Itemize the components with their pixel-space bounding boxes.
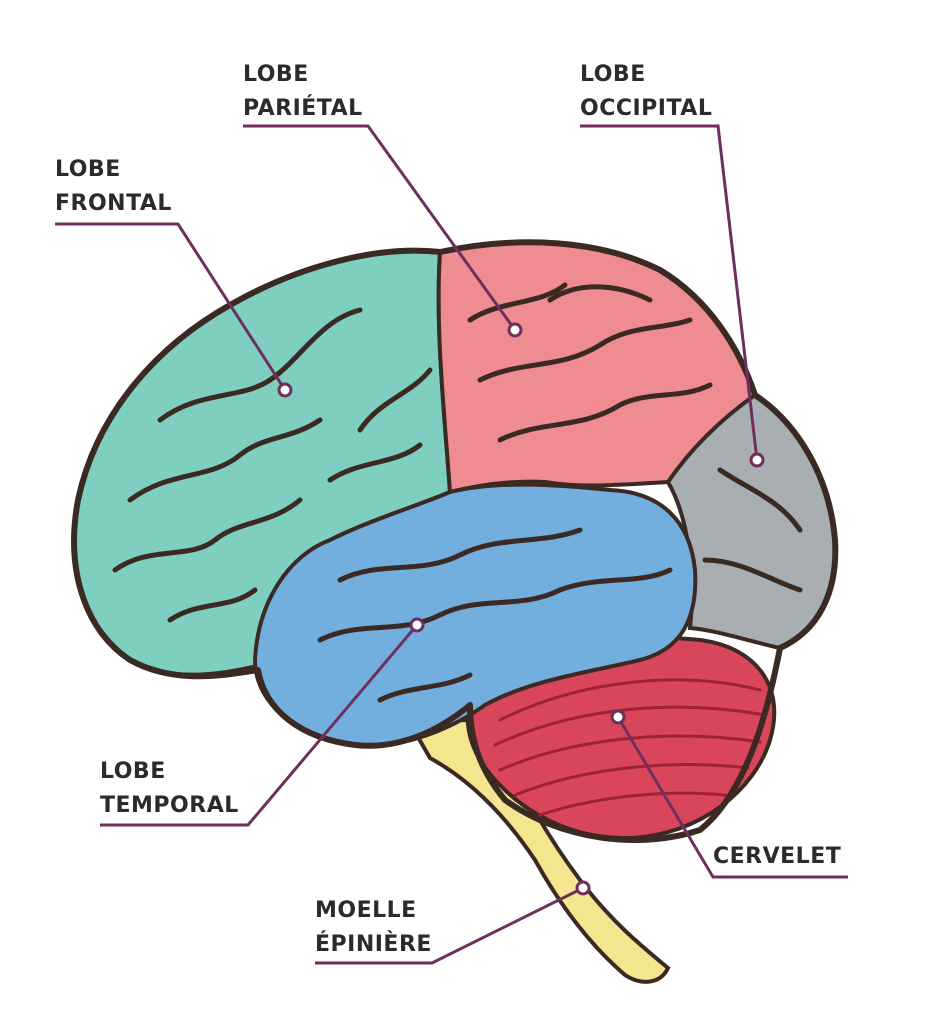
temporal-lobe-region <box>252 482 698 748</box>
spinal-cord-label-line1: MOELLE <box>315 898 417 923</box>
spinal-cord-dot <box>575 880 591 896</box>
cerebellum-label: CERVELET <box>713 840 841 874</box>
frontal-dot <box>277 382 293 398</box>
parietal-label-line2: PARIÉTAL <box>243 96 363 121</box>
cerebellum-dot <box>610 709 626 725</box>
occipital-leader-line <box>580 124 759 461</box>
temporal-lobe-label: LOBE TEMPORAL <box>100 755 239 823</box>
frontal-leader-line <box>55 222 287 391</box>
spinal-cord-label: MOELLE ÉPINIÈRE <box>315 894 432 962</box>
occipital-label-line1: LOBE <box>580 62 646 87</box>
spinal-cord-leader-line <box>315 886 584 965</box>
occipital-lobe-label: LOBE OCCIPITAL <box>580 58 712 126</box>
frontal-label-line2: FRONTAL <box>55 191 172 216</box>
temporal-leader-line <box>100 624 419 827</box>
brain-folds <box>112 282 803 703</box>
temporal-dot <box>409 617 425 633</box>
leader-lines <box>55 124 848 965</box>
frontal-label-line1: LOBE <box>55 157 121 182</box>
temporal-label-line1: LOBE <box>100 759 166 784</box>
brain-outline <box>71 239 839 843</box>
parietal-lobe-label: LOBE PARIÉTAL <box>243 58 363 126</box>
spinal-cord-label-line2: ÉPINIÈRE <box>315 932 432 957</box>
cerebellum-leader-line <box>616 716 848 879</box>
leader-dots <box>277 322 765 896</box>
parietal-dot <box>507 322 523 338</box>
occipital-label-line2: OCCIPITAL <box>580 96 713 121</box>
occipital-dot <box>749 452 765 468</box>
temporal-label-line2: TEMPORAL <box>100 793 239 818</box>
parietal-leader-line <box>243 124 517 331</box>
frontal-lobe-label: LOBE FRONTAL <box>55 153 172 221</box>
parietal-label-line1: LOBE <box>243 62 309 87</box>
cerebellum-label-line1: CERVELET <box>713 844 842 869</box>
